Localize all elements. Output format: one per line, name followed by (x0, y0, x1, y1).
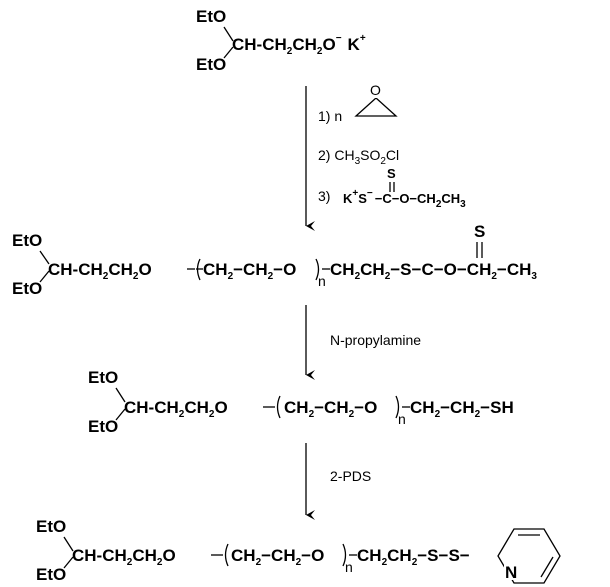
p1-thione-s: S (474, 222, 485, 241)
p1-repeat: CH2−CH2−O (203, 260, 296, 282)
xanthate-thione-s: S (387, 166, 396, 181)
product3: EtO EtO CH-CH2CH2O CH2−CH2−O n CH2CH2−S−… (36, 517, 561, 584)
start-anion: − (336, 33, 342, 44)
p3-head: CH-CH2CH2O (72, 546, 176, 568)
p2-bracket-left (276, 395, 281, 419)
p3-bracket-right (342, 543, 347, 567)
start-eto-top: EtO (196, 7, 226, 26)
product2: EtO EtO CH-CH2CH2O CH2−CH2−O n CH2−CH2−S… (88, 368, 514, 436)
p3-n: n (345, 559, 353, 575)
pyridine-ring-icon: N (497, 528, 561, 584)
p2-head: CH-CH2CH2O (124, 398, 228, 420)
p1-head: CH-CH2CH2O (48, 260, 152, 282)
step2-reagent: N-propylamine (330, 332, 421, 348)
epoxide-oxygen: O (370, 82, 381, 98)
p2-bracket-right (395, 395, 400, 419)
step1-r2: 2) CH3SO2Cl (318, 147, 399, 167)
p3-eto-top: EtO (36, 517, 66, 536)
pyridine-nitrogen: N (505, 563, 517, 582)
p1-eto-top: EtO (12, 231, 42, 250)
p2-eto-top: EtO (88, 368, 118, 387)
p2-n: n (398, 411, 406, 427)
starting-material: EtO EtO CH-CH2CH2O−K+ (196, 7, 366, 74)
step1-reagents: 1) n O 2) CH3SO2Cl 3) K+S−−C−O−CH2CH3 S (318, 82, 466, 210)
p3-bracket-left (224, 543, 229, 567)
p1-tail: CH2CH2−S−C−O−CH2−CH3 (330, 260, 537, 282)
bond (223, 46, 234, 59)
p3-eto-bottom: EtO (36, 565, 66, 584)
step3-reagent: 2-PDS (330, 468, 371, 484)
p1-n: n (318, 273, 326, 289)
p2-repeat: CH2−CH2−O (284, 398, 377, 420)
step1-r1: 1) n (318, 108, 342, 124)
xanthate-salt: K+S−−C−O−CH2CH3 (343, 188, 466, 210)
p1-bracket-right (315, 258, 320, 281)
step1-r3: 3) (318, 188, 330, 204)
p2-eto-bottom: EtO (88, 417, 118, 436)
p1-eto-bottom: EtO (12, 279, 42, 298)
product1: EtO EtO CH-CH2CH2O CH2−CH2−O n CH2CH2−S−… (12, 222, 537, 298)
p3-tail: CH2CH2−S−S− (357, 546, 470, 568)
p3-repeat: CH2−CH2−O (231, 546, 324, 568)
start-eto-bottom: EtO (196, 55, 226, 74)
p2-tail: CH2−CH2−SH (410, 398, 514, 420)
start-counterion: + (360, 33, 366, 44)
bond (223, 26, 234, 42)
start-chain: CH-CH2CH2O−K+ (232, 33, 366, 57)
epoxide-ring-icon: O (354, 82, 398, 117)
